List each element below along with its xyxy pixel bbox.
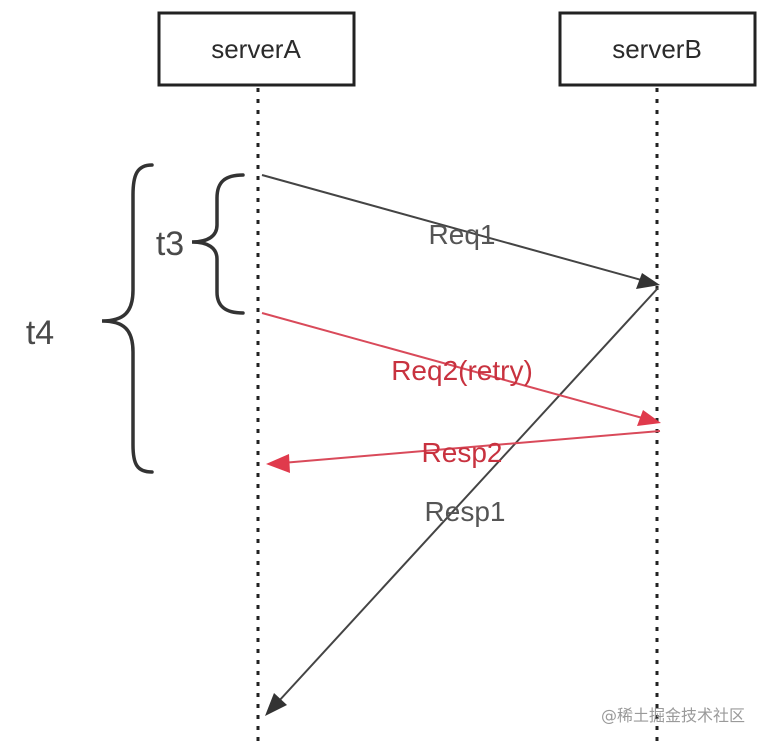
arrow-line-req1 bbox=[261, 174, 646, 282]
arrowhead-resp2 bbox=[266, 454, 290, 473]
brace-label-t4: t4 bbox=[26, 314, 54, 352]
message-req2-retry: Req2(retry) bbox=[261, 312, 661, 426]
participant-server-a: serverA bbox=[157, 11, 356, 87]
brace-t3-shape bbox=[191, 173, 245, 315]
watermark: @稀土掘金技术社区 bbox=[601, 706, 745, 725]
message-resp1: Resp1 bbox=[265, 287, 659, 716]
brace-t4-shape bbox=[101, 163, 154, 474]
participant-box-server-a bbox=[157, 11, 356, 87]
brace-t3: t3 bbox=[156, 173, 245, 315]
arrow-line-resp1 bbox=[277, 287, 659, 703]
label-resp1: Resp1 bbox=[425, 496, 506, 527]
participant-label-server-b: serverB bbox=[612, 34, 702, 64]
brace-t4: t4 bbox=[26, 163, 154, 474]
arrow-line-resp2 bbox=[281, 430, 661, 464]
participant-label-server-a: serverA bbox=[211, 34, 301, 64]
participant-box-server-b bbox=[558, 11, 757, 87]
label-resp2: Resp2 bbox=[422, 437, 503, 468]
arrow-line-req2 bbox=[261, 312, 647, 420]
arrowhead-req1 bbox=[636, 273, 660, 289]
message-resp2: Resp2 bbox=[266, 430, 661, 473]
participant-server-b: serverB bbox=[558, 11, 757, 87]
brace-label-t3: t3 bbox=[156, 225, 184, 263]
label-req2-retry: Req2(retry) bbox=[391, 355, 533, 386]
message-req1: Req1 bbox=[261, 174, 660, 289]
label-req1: Req1 bbox=[429, 219, 496, 250]
arrowhead-resp1 bbox=[265, 693, 287, 716]
arrowhead-req2 bbox=[637, 410, 661, 426]
